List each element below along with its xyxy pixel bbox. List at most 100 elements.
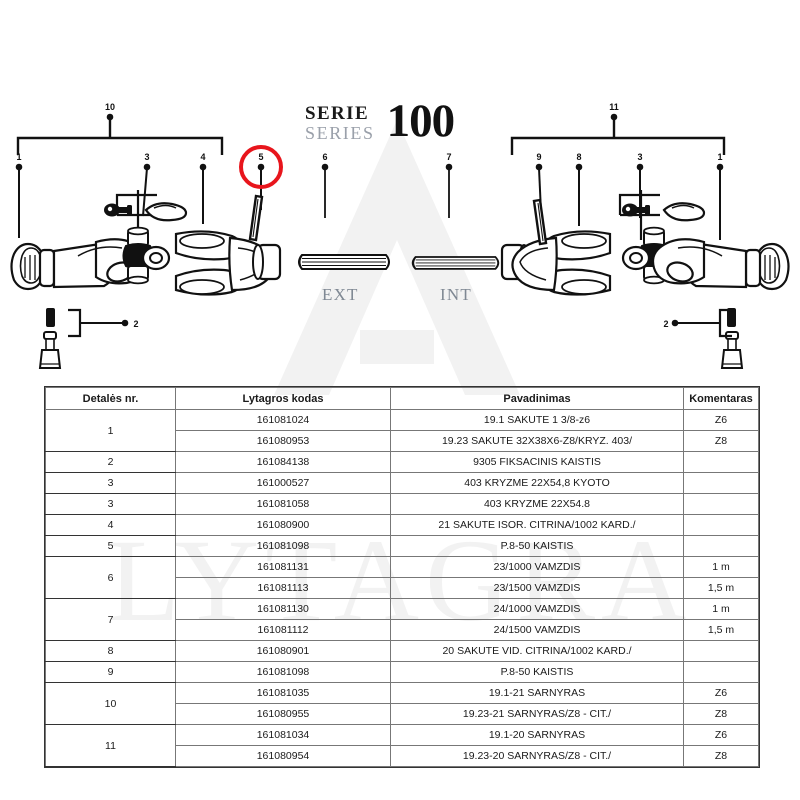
cell-comment: Z6: [683, 409, 759, 431]
cell-code: 161081131: [175, 556, 391, 578]
part-tube-int: [411, 256, 500, 270]
cell-comment: 1,5 m: [683, 577, 759, 599]
cell-name: 20 SAKUTE VID. CITRINA/1002 KARD./: [390, 640, 684, 662]
col-header-name: Pavadinimas: [390, 387, 684, 410]
cell-comment: Z6: [683, 682, 759, 704]
callout-label-1-left: 1: [16, 152, 22, 162]
cell-part-number: 1: [45, 409, 176, 452]
cell-part-number: 4: [45, 514, 176, 536]
cell-name: 23/1000 VAMZDIS: [390, 556, 684, 578]
cell-comment: Z8: [683, 703, 759, 725]
cell-name: 19.23-21 SARNYRAS/Z8 - CIT./: [390, 703, 684, 725]
cell-code: 161080955: [175, 703, 391, 725]
cell-name: 403 KRYZME 22X54.8: [390, 493, 684, 515]
cell-name: 19.1 SAKUTE 1 3/8-z6: [390, 409, 684, 431]
cell-comment: 1 m: [683, 556, 759, 578]
parts-table-container: Detalės nr. Lytagros kodas Pavadinimas K…: [44, 386, 760, 768]
cell-code: 161080900: [175, 514, 391, 536]
cell-name: P.8-50 KAISTIS: [390, 535, 684, 557]
part-clip-right: [662, 202, 706, 222]
cell-comment: Z6: [683, 724, 759, 746]
tube-label-int: INT: [440, 285, 472, 304]
callout-bracket-2-right: [671, 308, 732, 338]
cell-comment: 1 m: [683, 598, 759, 620]
part-collar-left: [252, 243, 282, 281]
cell-part-number: 5: [45, 535, 176, 557]
col-header-comment: Komentaras: [683, 387, 759, 410]
cell-code: 161081098: [175, 661, 391, 683]
tube-label-ext: EXT: [322, 285, 359, 304]
cell-part-number: 6: [45, 556, 176, 599]
part-cross-left: [122, 226, 171, 285]
callout-label-8: 8: [576, 152, 582, 162]
part-pin-5: [248, 194, 264, 242]
callout-label-11: 11: [609, 102, 619, 112]
callout-label-5: 5: [258, 152, 264, 162]
cell-comment: [683, 451, 759, 473]
cell-part-number: 3: [45, 493, 176, 515]
cell-comment: [683, 514, 759, 536]
series-title-block: SERIE SERIES 100: [305, 97, 455, 144]
callout-label-7: 7: [446, 152, 452, 162]
cell-part-number: 10: [45, 682, 176, 725]
cell-code: 161080901: [175, 640, 391, 662]
col-header-part-number: Detalės nr.: [45, 387, 176, 410]
cell-part-number: 3: [45, 472, 176, 494]
cell-code: 161081098: [175, 535, 391, 557]
callout-bracket-10: [16, 113, 224, 155]
cell-code: 161084138: [175, 451, 391, 473]
callout-label-2-left: 2: [133, 319, 139, 329]
highlight-circle-part-5: [239, 145, 283, 189]
part-bolt-left: [39, 307, 61, 369]
col-header-code: Lytagros kodas: [175, 387, 391, 410]
cell-name: 23/1500 VAMZDIS: [390, 577, 684, 599]
cell-comment: Z8: [683, 430, 759, 452]
cell-name: 403 KRYZME 22X54,8 KYOTO: [390, 472, 684, 494]
cell-code: 161081112: [175, 619, 391, 641]
cell-name: P.8-50 KAISTIS: [390, 661, 684, 683]
cell-code: 161080953: [175, 430, 391, 452]
cell-code: 161081034: [175, 724, 391, 746]
cell-comment: [683, 493, 759, 515]
cell-comment: [683, 535, 759, 557]
cell-name: 24/1500 VAMZDIS: [390, 619, 684, 641]
cell-name: 19.1-20 SARNYRAS: [390, 724, 684, 746]
callout-label-3-right: 3: [637, 152, 643, 162]
callout-label-1-right: 1: [717, 152, 723, 162]
serie-label: SERIE: [305, 103, 370, 125]
callout-label-6: 6: [322, 152, 328, 162]
cell-code: 161081024: [175, 409, 391, 431]
callout-label-10: 10: [104, 102, 116, 112]
cell-code: 161081058: [175, 493, 391, 515]
part-fork-right: [511, 230, 612, 296]
cell-code: 161080954: [175, 745, 391, 767]
cell-name: 19.23 SAKUTE 32X38X6-Z8/KRYZ. 403/: [390, 430, 684, 452]
callout-label-9: 9: [536, 152, 542, 162]
callout-leaders-center: [321, 163, 453, 218]
cell-part-number: 7: [45, 598, 176, 641]
callout-bracket-11: [510, 113, 726, 155]
cell-name: 24/1000 VAMZDIS: [390, 598, 684, 620]
part-yoke-right: [651, 238, 790, 291]
part-tube-ext: [298, 254, 390, 270]
parts-table: Detalės nr. Lytagros kodas Pavadinimas K…: [44, 386, 760, 768]
callout-label-2-right: 2: [663, 319, 669, 329]
cell-code: 161081113: [175, 577, 391, 599]
callout-bracket-2-left: [68, 308, 129, 338]
cell-part-number: 8: [45, 640, 176, 662]
